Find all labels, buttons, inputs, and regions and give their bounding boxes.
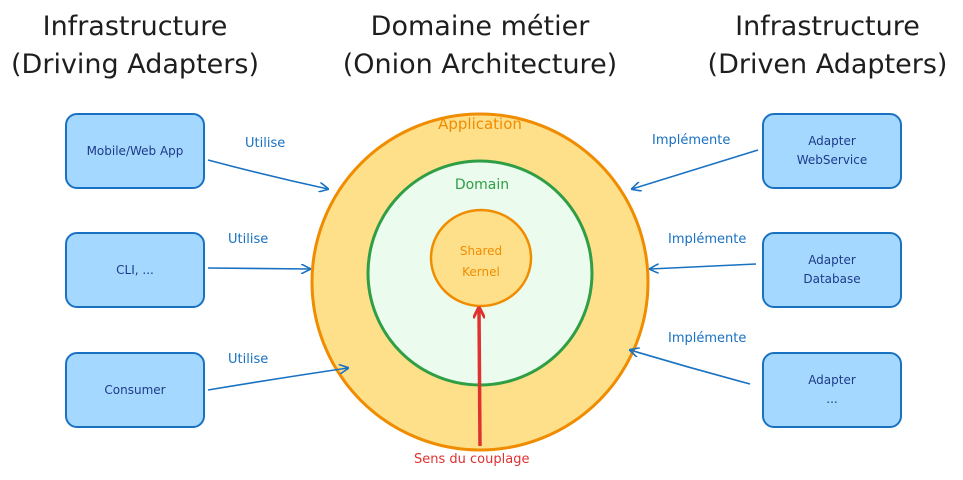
arrow-label-implemente-1: Implémente <box>652 133 731 148</box>
adapter-mobile-web-app: Mobile/Web App <box>65 113 205 189</box>
arrow-consumer-to-application <box>207 368 348 391</box>
arrow-mobile-to-application <box>207 159 328 189</box>
adapter-label-line-2: Database <box>803 272 861 286</box>
coupling-arrow <box>479 309 480 447</box>
center-heading-line-2: (Onion Architecture) <box>342 49 618 80</box>
adapter-consumer: Consumer <box>65 352 205 428</box>
adapter-label-line-2: ... <box>826 392 838 406</box>
arrow-cli-to-application <box>207 268 310 269</box>
kernel-label-line-2: Kernel <box>462 265 500 279</box>
adapter-label: Mobile/Web App <box>86 143 184 158</box>
adapter-cli: CLI, ... <box>65 232 205 308</box>
arrow-label-utilise-2: Utilise <box>228 232 269 247</box>
application-label: Application <box>438 115 522 133</box>
right-heading-line-2: (Driven Adapters) <box>707 49 948 80</box>
domain-label: Domain <box>455 177 509 193</box>
arrow-webservice-to-application <box>632 149 759 189</box>
left-heading-line-1: Infrastructure <box>42 11 228 42</box>
adapter-label-line-2: WebService <box>796 153 868 167</box>
arrow-label-implemente-3: Implémente <box>668 331 747 346</box>
left-heading: Infrastructure (Driving Adapters) <box>10 8 260 84</box>
adapter-label-line-1: Adapter <box>808 373 856 387</box>
adapter-label: CLI, ... <box>116 262 154 277</box>
arrow-database-to-application <box>650 263 757 269</box>
coupling-label: Sens du couplage <box>414 452 530 467</box>
shared-kernel-circle <box>429 208 533 308</box>
adapter-webservice: Adapter WebService <box>762 113 902 189</box>
arrow-label-implemente-2: Implémente <box>668 232 747 247</box>
adapter-other: Adapter ... <box>762 352 902 428</box>
adapter-label-line-1: Adapter <box>808 253 856 267</box>
left-heading-line-2: (Driving Adapters) <box>11 49 259 80</box>
center-heading-line-1: Domaine métier <box>370 11 590 42</box>
right-heading-line-1: Infrastructure <box>735 11 920 42</box>
arrow-label-utilise-3: Utilise <box>228 352 269 367</box>
adapter-label-line-1: Adapter <box>808 134 856 148</box>
arrow-label-utilise-1: Utilise <box>245 136 286 151</box>
center-heading: Domaine métier (Onion Architecture) <box>330 8 630 84</box>
adapter-database: Adapter Database <box>762 232 902 308</box>
kernel-label-line-1: Shared <box>460 244 502 258</box>
right-heading: Infrastructure (Driven Adapters) <box>700 8 955 84</box>
adapter-label: Consumer <box>104 382 166 397</box>
arrow-other-to-application <box>630 350 751 385</box>
